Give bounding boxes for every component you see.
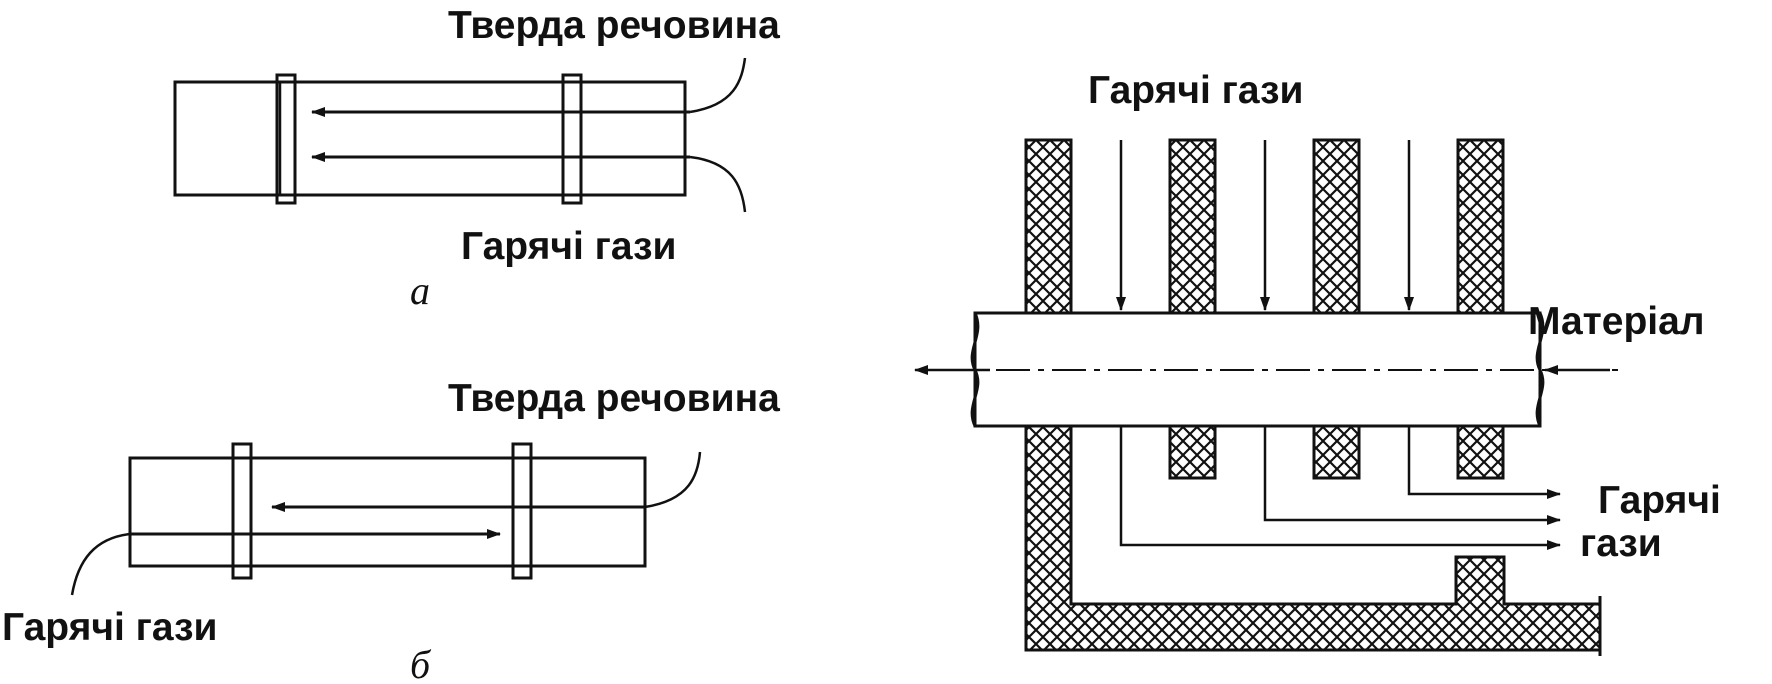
- drum-a-ring-left: [275, 73, 297, 205]
- upper-wall-4: [1456, 138, 1505, 315]
- gas-out-path-1: [1407, 426, 1561, 499]
- lower-baffle-2: [1312, 424, 1361, 480]
- diagram-b-gas-label: Гарячі гази: [2, 606, 217, 649]
- drum-b-body: [128, 456, 647, 568]
- diagram-c-gas-out-label-line1: Гарячі: [1598, 479, 1721, 522]
- diagram-a-parallel-flow: Тверда речовина Гарячі гази а: [173, 4, 780, 313]
- upper-wall-1: [1024, 138, 1073, 315]
- drum-b-solid-leader: [644, 451, 702, 509]
- drum-a-ring-right: [561, 73, 583, 205]
- upper-wall-3: [1312, 138, 1361, 315]
- upper-wall-2: [1168, 138, 1217, 315]
- diagram-c-gas-in-label: Гарячі гази: [1088, 69, 1303, 112]
- drum-b-ring-right: [511, 442, 533, 580]
- drum-a-body: [173, 80, 687, 197]
- pipe-break-right: [1535, 312, 1545, 427]
- diagram-b-caption: б: [410, 642, 432, 684]
- drum-b-ring-left: [231, 442, 253, 580]
- diagram-b-counter-flow: Тверда речовина Гарячі гази б: [2, 377, 780, 684]
- diagram-c-material-label: Матеріал: [1528, 300, 1705, 343]
- diagram-c-gas-out-label-line2: гази: [1580, 522, 1662, 565]
- diagram-a-solid-label: Тверда речовина: [448, 4, 780, 47]
- diagram-a-gas-label: Гарячі гази: [461, 225, 676, 268]
- gas-out-path-3: [1119, 426, 1561, 550]
- diagram-c-furnace: Гарячі гази Матеріал Гарячі гази: [914, 69, 1721, 656]
- drum-a-solid-leader: [689, 57, 747, 114]
- bottom-l-wall: [1024, 424, 1602, 652]
- diagram-a-caption: а: [410, 268, 430, 313]
- lower-baffle-1: [1168, 424, 1217, 480]
- drum-a-gas-leader: [689, 155, 747, 213]
- diagram-b-solid-label: Тверда речовина: [448, 377, 780, 420]
- drum-b-gas-leader: [70, 532, 131, 596]
- gas-out-path-2: [1263, 426, 1561, 525]
- lower-baffle-3: [1456, 424, 1505, 480]
